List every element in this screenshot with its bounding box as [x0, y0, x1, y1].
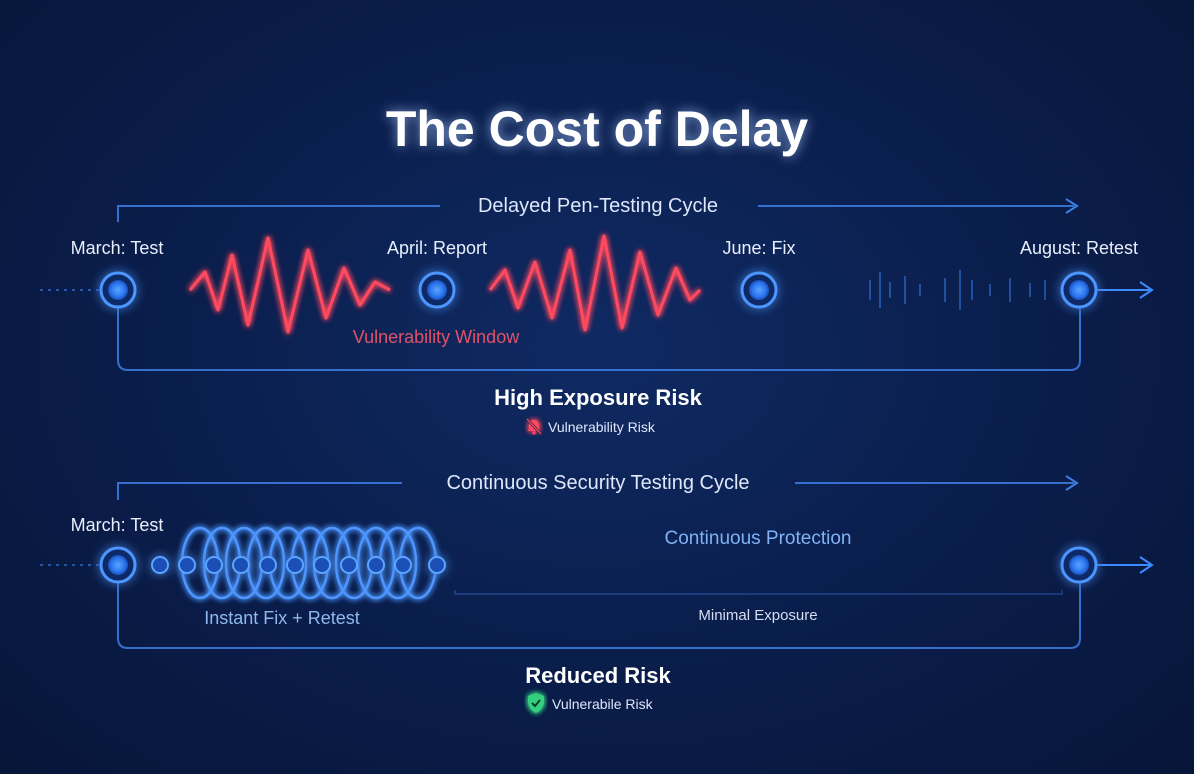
continuous-bracket-top [117, 482, 1074, 500]
vulnerability-wave-1 [188, 236, 391, 334]
continuous-bracket-bottom [117, 578, 1081, 649]
delayed-cycle-section: Delayed Pen-Testing Cycle [40, 195, 1154, 435]
milestone-label-august: August: Retest [1020, 238, 1138, 258]
milestone-label-march: March: Test [71, 238, 164, 258]
shield-check-icon [528, 693, 544, 713]
continuous-end-arrow [1139, 556, 1154, 574]
page-title: The Cost of Delay [386, 101, 808, 157]
delayed-bracket-top [117, 205, 1074, 222]
bell-off-icon [526, 418, 542, 435]
continuous-small-nodes [151, 556, 446, 574]
vulnerability-wave-2 [488, 234, 702, 332]
high-exposure-risk-title: High Exposure Risk [494, 385, 703, 410]
milestone-node-june [740, 271, 778, 309]
reduced-risk-title: Reduced Risk [525, 663, 671, 688]
minimal-exposure-bracket [454, 590, 1063, 595]
milestone-node-april [418, 271, 456, 309]
milestone-label-june: June: Fix [722, 238, 795, 258]
instant-fix-label: Instant Fix + Retest [204, 608, 360, 628]
milestone-label-april: April: Report [387, 238, 487, 258]
continuous-node-start [99, 546, 137, 584]
continuous-cycle-section: Continuous Security Testing Cycle [40, 472, 1154, 713]
vulnerability-window-label: Vulnerability Window [353, 327, 520, 347]
delayed-end-arrow [1139, 281, 1154, 299]
minimal-exposure-label: Minimal Exposure [698, 607, 817, 624]
continuous-node-end [1060, 546, 1098, 584]
continuous-protection-label: Continuous Protection [665, 528, 852, 549]
continuous-start-label: March: Test [71, 515, 164, 535]
milestone-node-march [99, 271, 137, 309]
delayed-heading: Delayed Pen-Testing Cycle [478, 195, 718, 217]
continuous-bracket-arrow [1065, 475, 1079, 491]
continuous-heading: Continuous Security Testing Cycle [446, 472, 749, 494]
delayed-bracket-arrow [1065, 198, 1079, 214]
milestone-node-august [1060, 271, 1098, 309]
vulnerability-risk-label: Vulnerability Risk [548, 419, 656, 435]
delayed-noise-bars [869, 270, 1046, 310]
delayed-bracket-bottom [117, 300, 1081, 371]
vulnerabile-risk-label: Vulnerabile Risk [552, 696, 654, 712]
